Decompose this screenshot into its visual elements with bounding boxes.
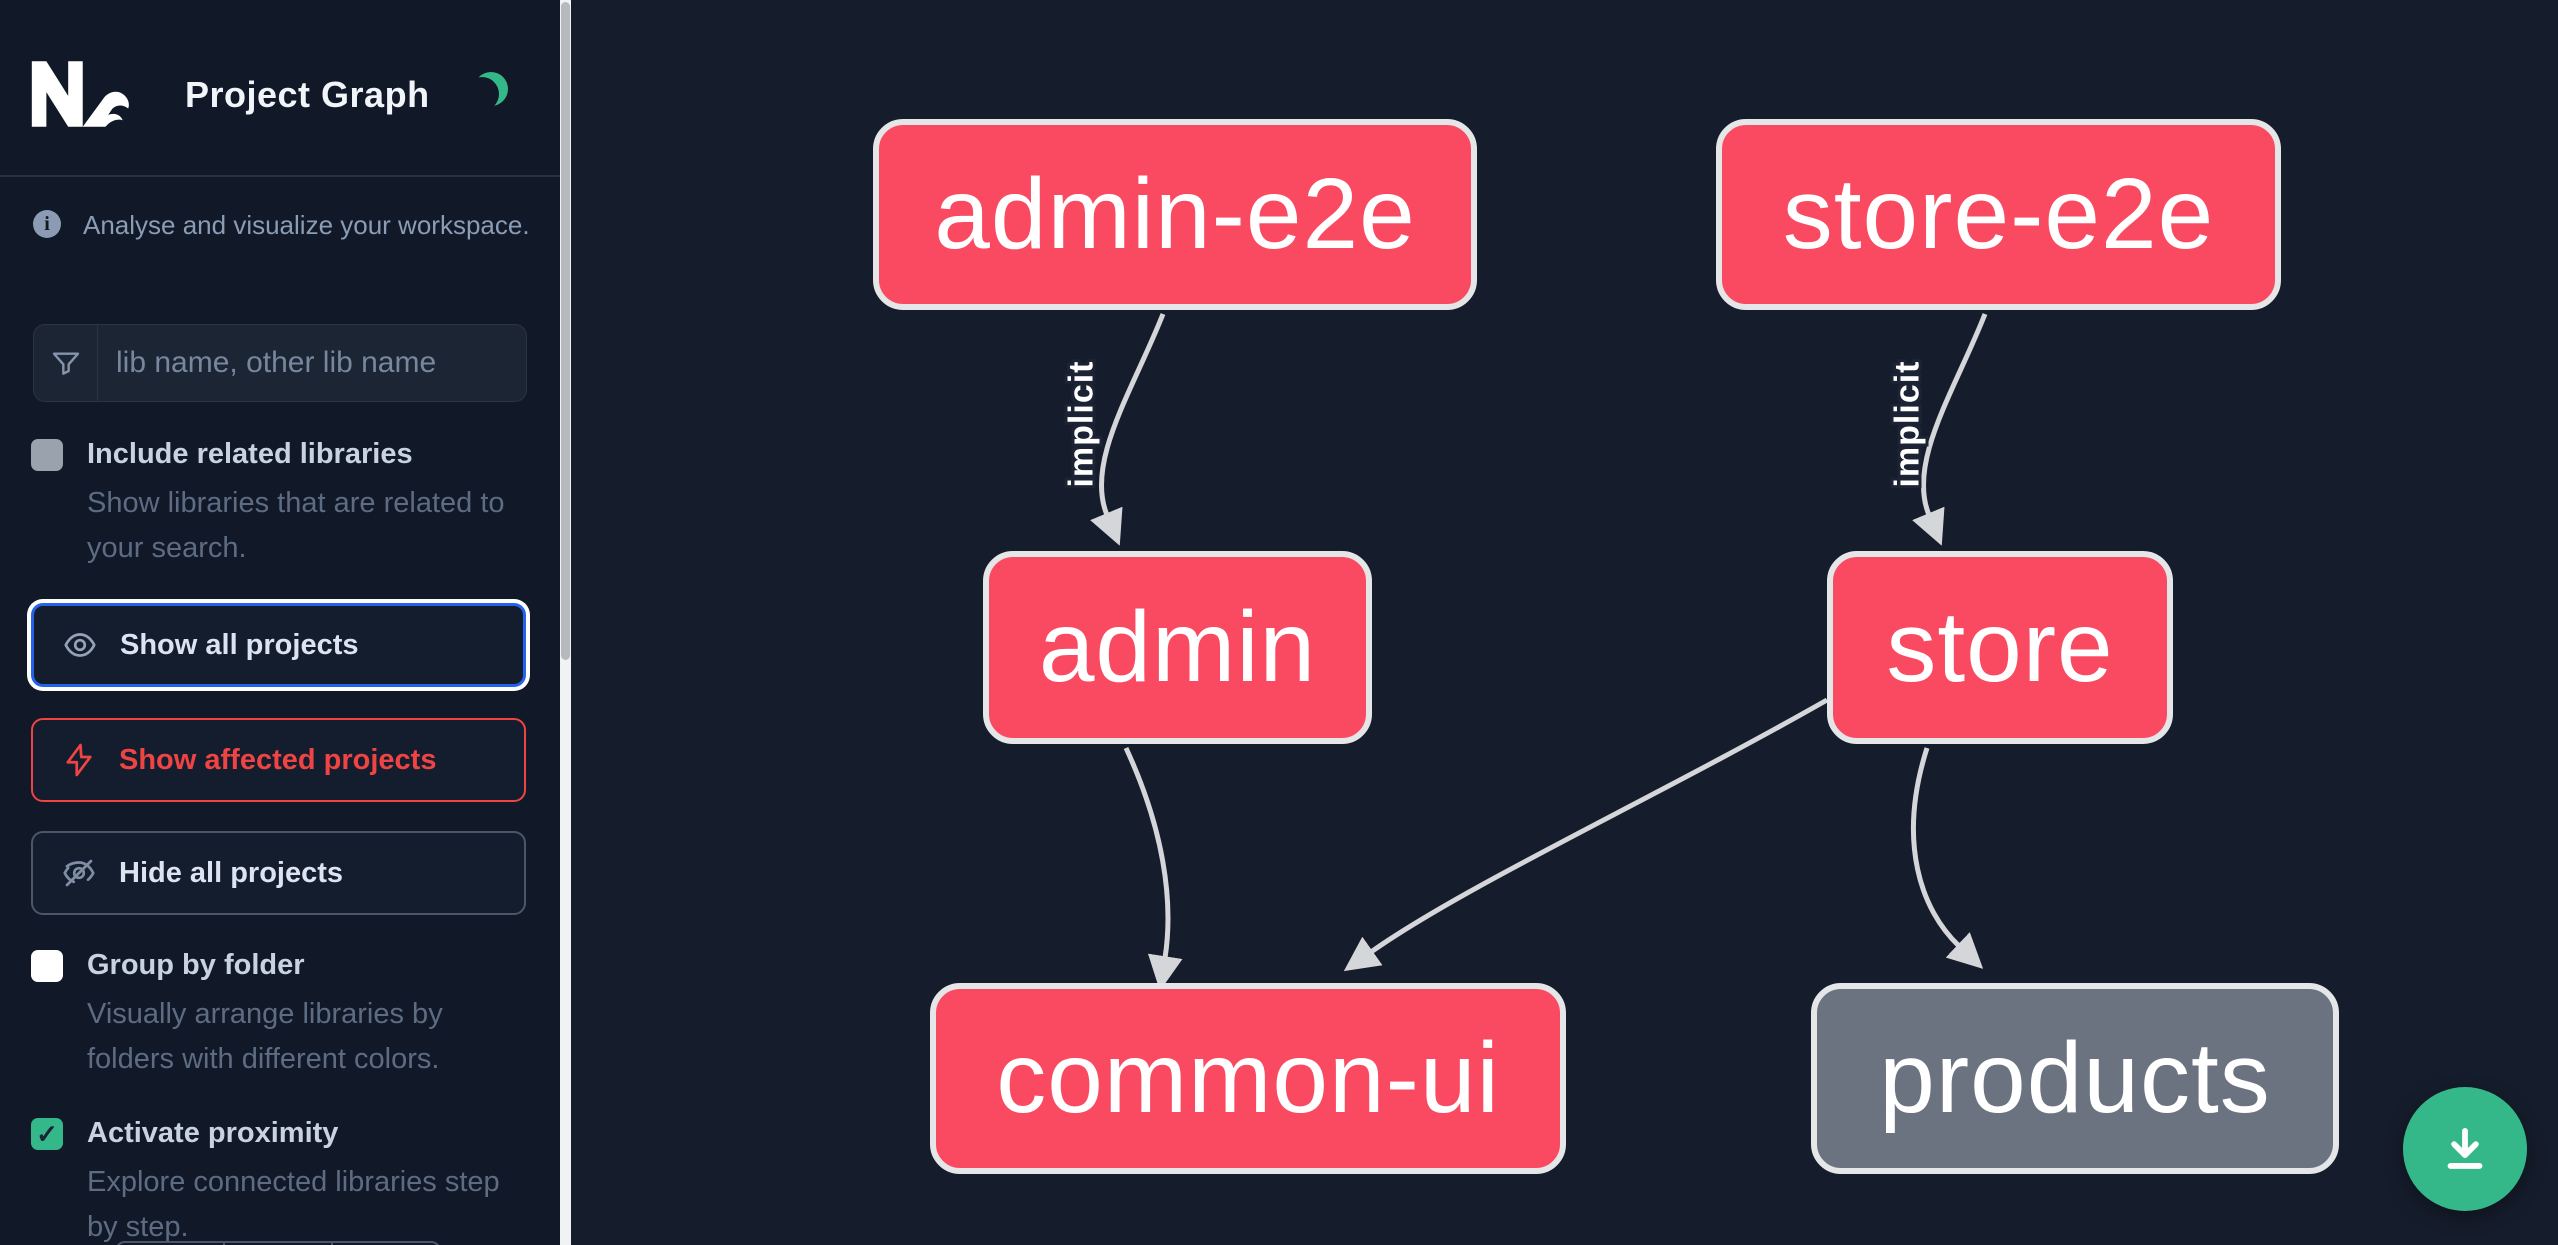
button-label: Show all projects [120, 628, 359, 661]
node-common-ui[interactable]: common-ui [930, 983, 1566, 1174]
eye-icon [64, 633, 96, 657]
check-icon: ✓ [36, 1119, 58, 1149]
toggle-label[interactable]: Activate proximity [87, 1117, 339, 1149]
toggle-activate-proximity: ✓ Activate proximity Explore connected l… [31, 1116, 531, 1245]
proximity-depth-stepper[interactable] [115, 1241, 441, 1245]
edge-label-implicit: implicit [1062, 360, 1101, 488]
include-related-checkbox[interactable]: ✓ [31, 439, 63, 471]
node-admin-e2e[interactable]: admin-e2e [873, 119, 1477, 310]
toggle-include-related: ✓ Include related libraries Show librari… [31, 437, 531, 571]
node-store-e2e[interactable]: store-e2e [1716, 119, 2281, 310]
header-divider [0, 175, 561, 177]
toggle-label[interactable]: Group by folder [87, 949, 305, 981]
eye-off-icon [63, 859, 95, 887]
group-by-folder-checkbox[interactable]: ✓ [31, 950, 63, 982]
edge-store-e2e-store [1912, 313, 1988, 546]
activate-proximity-checkbox[interactable]: ✓ [31, 1118, 63, 1150]
edge-store-common-ui [1343, 697, 1829, 972]
stepper-value [225, 1243, 333, 1245]
node-admin[interactable]: admin [983, 551, 1372, 744]
stepper-decrement[interactable] [117, 1243, 225, 1245]
sidebar: Project Graph i Analyse and visualize yo… [0, 0, 571, 1245]
hide-all-projects-button[interactable]: Hide all projects [31, 831, 526, 915]
filter-icon [34, 325, 98, 401]
toggle-description: Explore connected libraries step by step… [87, 1166, 500, 1243]
toggle-group-by-folder: ✓ Group by folder Visually arrange libra… [31, 948, 531, 1082]
graph-canvas[interactable]: implicit implicit admin-e2e store-e2e ad… [571, 0, 2558, 1245]
show-affected-projects-button[interactable]: Show affected projects [31, 718, 526, 802]
download-icon [2447, 1127, 2483, 1169]
edge-admin-e2e-admin [1090, 313, 1166, 546]
app-title: Project Graph [185, 74, 430, 115]
toggle-label[interactable]: Include related libraries [87, 438, 413, 470]
toggle-description: Visually arrange libraries by folders wi… [87, 998, 443, 1075]
nx-logo [31, 61, 129, 127]
sidebar-header: Project Graph [0, 0, 561, 176]
show-all-projects-button[interactable]: Show all projects [31, 603, 526, 687]
edge-layer [1090, 313, 1988, 991]
edge-label-implicit: implicit [1888, 360, 1927, 488]
theme-toggle-moon-icon[interactable] [474, 72, 508, 106]
node-products[interactable]: products [1811, 983, 2339, 1174]
search-input[interactable] [98, 325, 526, 401]
scrollbar-thumb[interactable] [561, 2, 570, 660]
bolt-icon [66, 743, 92, 777]
edge-admin-common-ui [1123, 746, 1183, 991]
search-box [33, 324, 527, 402]
download-graph-button[interactable] [2403, 1087, 2527, 1211]
toggle-description: Show libraries that are related to your … [87, 487, 505, 564]
node-store[interactable]: store [1827, 551, 2173, 744]
info-icon: i [33, 210, 61, 238]
button-label: Show affected projects [119, 743, 437, 776]
button-label: Hide all projects [119, 856, 344, 889]
sidebar-scrollbar[interactable] [560, 0, 571, 1245]
info-text: Analyse and visualize your workspace. [83, 210, 530, 240]
edge-store-products [1911, 747, 1984, 969]
